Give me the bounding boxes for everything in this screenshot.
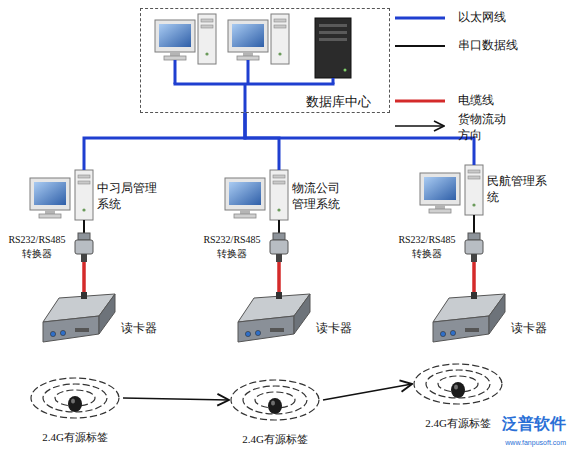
tag-body <box>451 382 465 398</box>
management-system: 中习局管理 系统 <box>25 168 163 224</box>
tag-signal-shape <box>29 374 121 424</box>
tag-highlight <box>71 399 75 404</box>
legend-text: 以太网线 <box>458 10 506 26</box>
cable-line <box>82 262 86 292</box>
legend-text: 串口数据线 <box>458 38 518 54</box>
rs-converter: RS232/RS485 转换器 <box>2 230 94 262</box>
watermark-text: 泛普软件 <box>502 414 566 435</box>
node-label: 读卡器 <box>316 320 352 336</box>
rs-converter: RS232/RS485 转换器 <box>392 230 484 262</box>
tag-body <box>268 398 282 414</box>
signal-ring <box>231 380 319 420</box>
active-tag: 2.4G有源标签 <box>229 376 323 450</box>
management-system: 民航管理系 统 <box>415 163 555 219</box>
goods-flow-arrow <box>323 384 412 400</box>
legend-item: 串口数据线 <box>458 38 518 54</box>
tag-highlight <box>271 401 275 406</box>
active-tag: 2.4G有源标签 <box>29 374 123 448</box>
signal-ring <box>414 364 502 404</box>
node-label: 民航管理系 统 <box>487 173 551 205</box>
node-label: 2.4G有源标签 <box>29 430 121 445</box>
legend-text: 货物流动 方向 <box>458 112 510 143</box>
signal-ring <box>31 378 119 418</box>
legend-item: 电缆线 <box>458 93 494 109</box>
node-label: 2.4G有源标签 <box>229 432 321 447</box>
signal-ring <box>43 384 107 412</box>
cable-line <box>472 262 476 292</box>
node-label: 2.4G有源标签 <box>412 416 504 431</box>
card-reader: 读卡器 <box>429 292 551 350</box>
active-tag: 2.4G有源标签 <box>412 360 506 434</box>
cable-line <box>277 262 281 292</box>
node-label: 数据库中心 <box>306 93 371 111</box>
ethernet-line <box>84 113 245 168</box>
signal-ring <box>243 386 307 414</box>
ethernet-line <box>245 113 279 168</box>
node-label: RS232/RS485 转换器 <box>2 233 72 260</box>
legend-item: 以太网线 <box>458 10 506 26</box>
card-reader: 读卡器 <box>234 292 356 350</box>
node-label: 中习局管理 系统 <box>97 180 161 212</box>
node-label: RS232/RS485 转换器 <box>392 233 462 260</box>
tag-body <box>68 396 82 412</box>
rs-converter: RS232/RS485 转换器 <box>197 230 289 262</box>
management-system: 物流公司 管理系统 <box>220 168 360 224</box>
node-label: 读卡器 <box>121 320 157 336</box>
node-label: 读卡器 <box>511 320 547 336</box>
goods-flow-arrow <box>123 398 229 400</box>
card-reader: 读卡器 <box>39 292 161 350</box>
ethernet-line <box>245 113 474 163</box>
serial-data-line <box>473 219 475 230</box>
tag-highlight <box>454 385 458 390</box>
serial-data-line <box>278 224 280 230</box>
watermark-url: www.fanpusoft.com <box>505 438 566 447</box>
database-center-box: 数据库中心 <box>140 8 390 113</box>
legend-text: 电缆线 <box>458 93 494 109</box>
tag-signal-shape <box>229 376 321 426</box>
legend-item: 货物流动 方向 <box>458 112 510 143</box>
serial-data-line <box>83 224 85 230</box>
node-label: RS232/RS485 转换器 <box>197 233 267 260</box>
signal-ring <box>426 370 490 398</box>
tag-signal-shape <box>412 360 504 410</box>
node-label: 物流公司 管理系统 <box>292 180 356 212</box>
